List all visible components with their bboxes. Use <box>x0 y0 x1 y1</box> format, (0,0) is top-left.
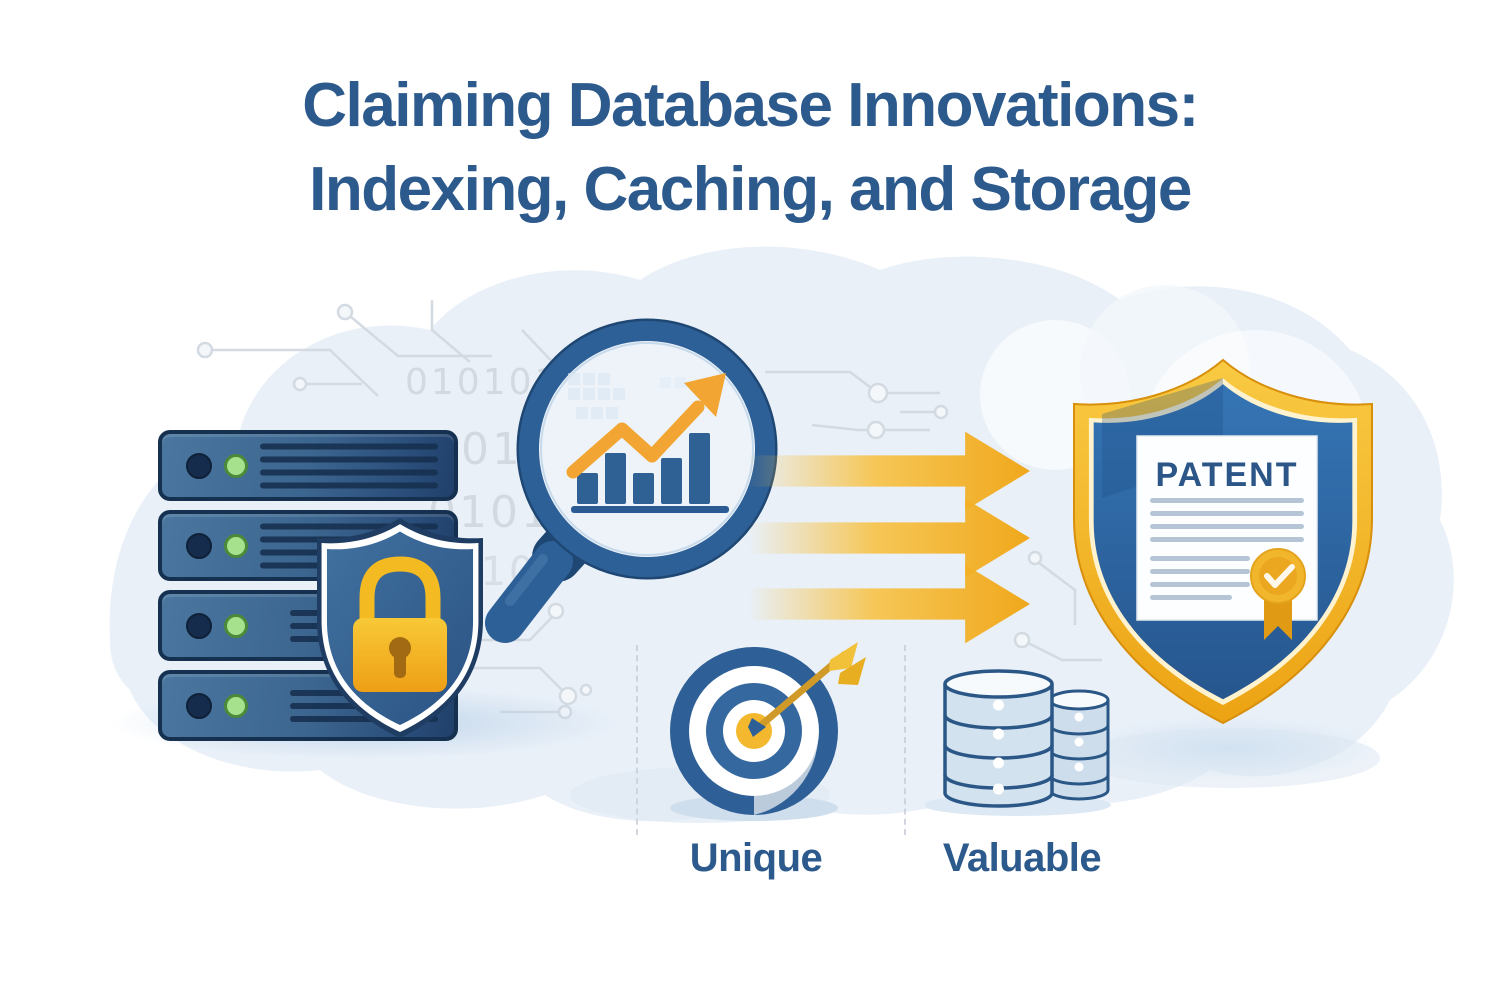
patent-shield-icon: PATENT <box>1073 358 1373 725</box>
padlock-icon <box>353 556 447 692</box>
patent-document: PATENT <box>1136 435 1318 640</box>
page-title: Claiming Database Innovations: Indexing,… <box>0 64 1500 233</box>
dashed-separator <box>636 645 638 835</box>
title-line-1: Claiming Database Innovations: <box>302 71 1199 140</box>
database-stack-icon <box>925 669 1111 816</box>
database-cylinder <box>943 669 1054 808</box>
target-dart-icon <box>670 642 866 821</box>
valuable-label: Valuable <box>942 836 1102 880</box>
server-unit <box>158 430 458 501</box>
status-led-icon <box>224 613 248 638</box>
patent-label: PATENT <box>1156 456 1299 494</box>
title-line-2: Indexing, Caching, and Storage <box>309 155 1192 225</box>
power-button-icon <box>186 532 212 559</box>
pixel-grid <box>568 373 686 419</box>
power-button-icon <box>186 612 212 639</box>
growth-arrow-icon <box>566 373 726 479</box>
security-shield-lock-icon <box>317 518 483 738</box>
server-vents <box>260 443 438 488</box>
bar-chart-icon <box>577 433 710 504</box>
database-cylinder <box>1048 689 1110 801</box>
magnifying-glass-chart-icon <box>485 318 778 643</box>
dashed-separator <box>904 645 906 835</box>
certified-seal-icon <box>1250 548 1306 640</box>
power-button-icon <box>186 692 212 719</box>
cloud-wisp <box>1082 716 1377 780</box>
power-button-icon <box>186 452 212 479</box>
unique-label: Unique <box>689 836 823 880</box>
status-led-icon <box>224 533 248 558</box>
dart-arrow-icon <box>748 642 866 737</box>
status-led-icon <box>224 693 248 718</box>
document-text-lines <box>1150 498 1304 600</box>
status-led-icon <box>224 453 248 478</box>
